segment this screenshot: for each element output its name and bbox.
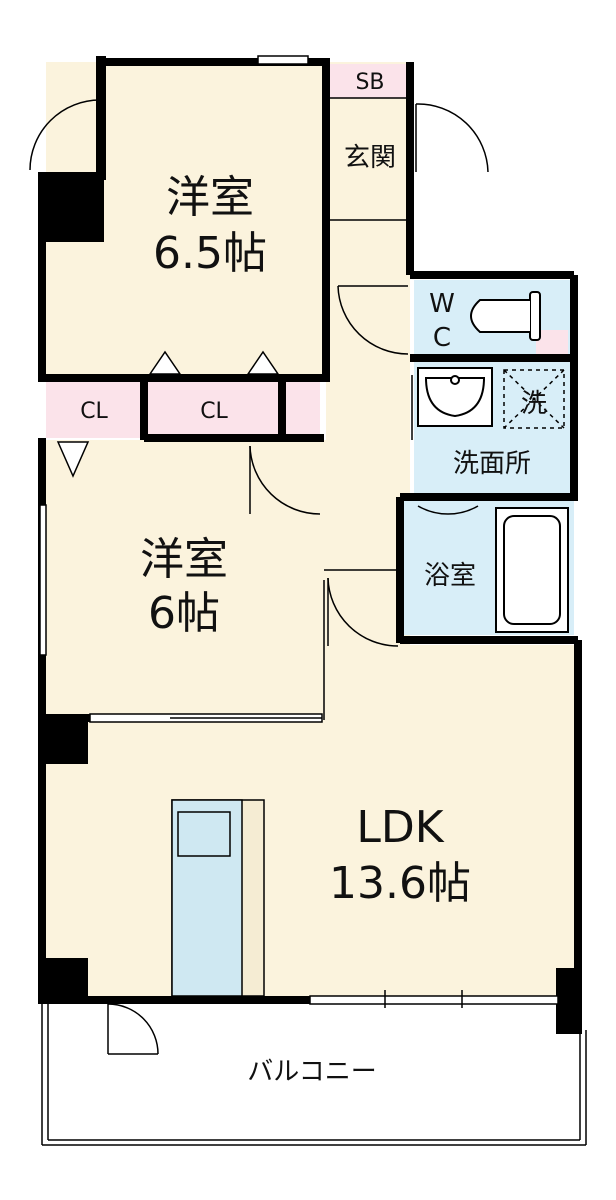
bedroom1-name: 洋室 <box>166 172 254 223</box>
bathtub <box>495 507 569 633</box>
closet2-area <box>148 382 278 438</box>
washer-label: 洗 <box>521 389 547 419</box>
washer-space <box>503 369 565 429</box>
toilet-label-w: W <box>429 289 455 319</box>
column-2 <box>96 56 106 180</box>
column-5 <box>556 968 582 1034</box>
toilet-corner <box>536 330 568 355</box>
toilet-label-c: C <box>433 323 451 353</box>
bedroom2-size: 6帖 <box>148 588 220 639</box>
closet1-area <box>46 382 144 438</box>
column-1 <box>38 172 104 242</box>
column-3 <box>38 718 88 764</box>
bathroom-label: 浴室 <box>424 561 476 591</box>
ldk-name: LDK <box>356 802 444 853</box>
closet2-label: CL <box>200 399 228 424</box>
closet1-label: CL <box>80 399 108 424</box>
thin-lines <box>39 55 559 1008</box>
ldk-size: 13.6帖 <box>329 858 471 909</box>
entrance-label: 玄関 <box>344 143 396 173</box>
column-4 <box>38 958 88 1004</box>
closet3-area <box>286 382 320 438</box>
toilet-fixture <box>470 291 541 341</box>
closet-markers <box>56 350 280 478</box>
shoe-box-area <box>330 64 410 98</box>
bedroom1-size: 6.5帖 <box>153 228 267 279</box>
door-swings <box>29 99 489 1055</box>
bedroom2-name: 洋室 <box>140 534 228 585</box>
washbasin <box>417 367 493 427</box>
shoe-box-label: SB <box>355 70 384 95</box>
balcony <box>41 1004 587 1146</box>
kitchen-counter <box>171 799 265 997</box>
washroom-label: 洗面所 <box>453 449 531 479</box>
ldk-floor <box>46 645 578 1000</box>
balcony-label: バルコニー <box>247 1057 376 1087</box>
